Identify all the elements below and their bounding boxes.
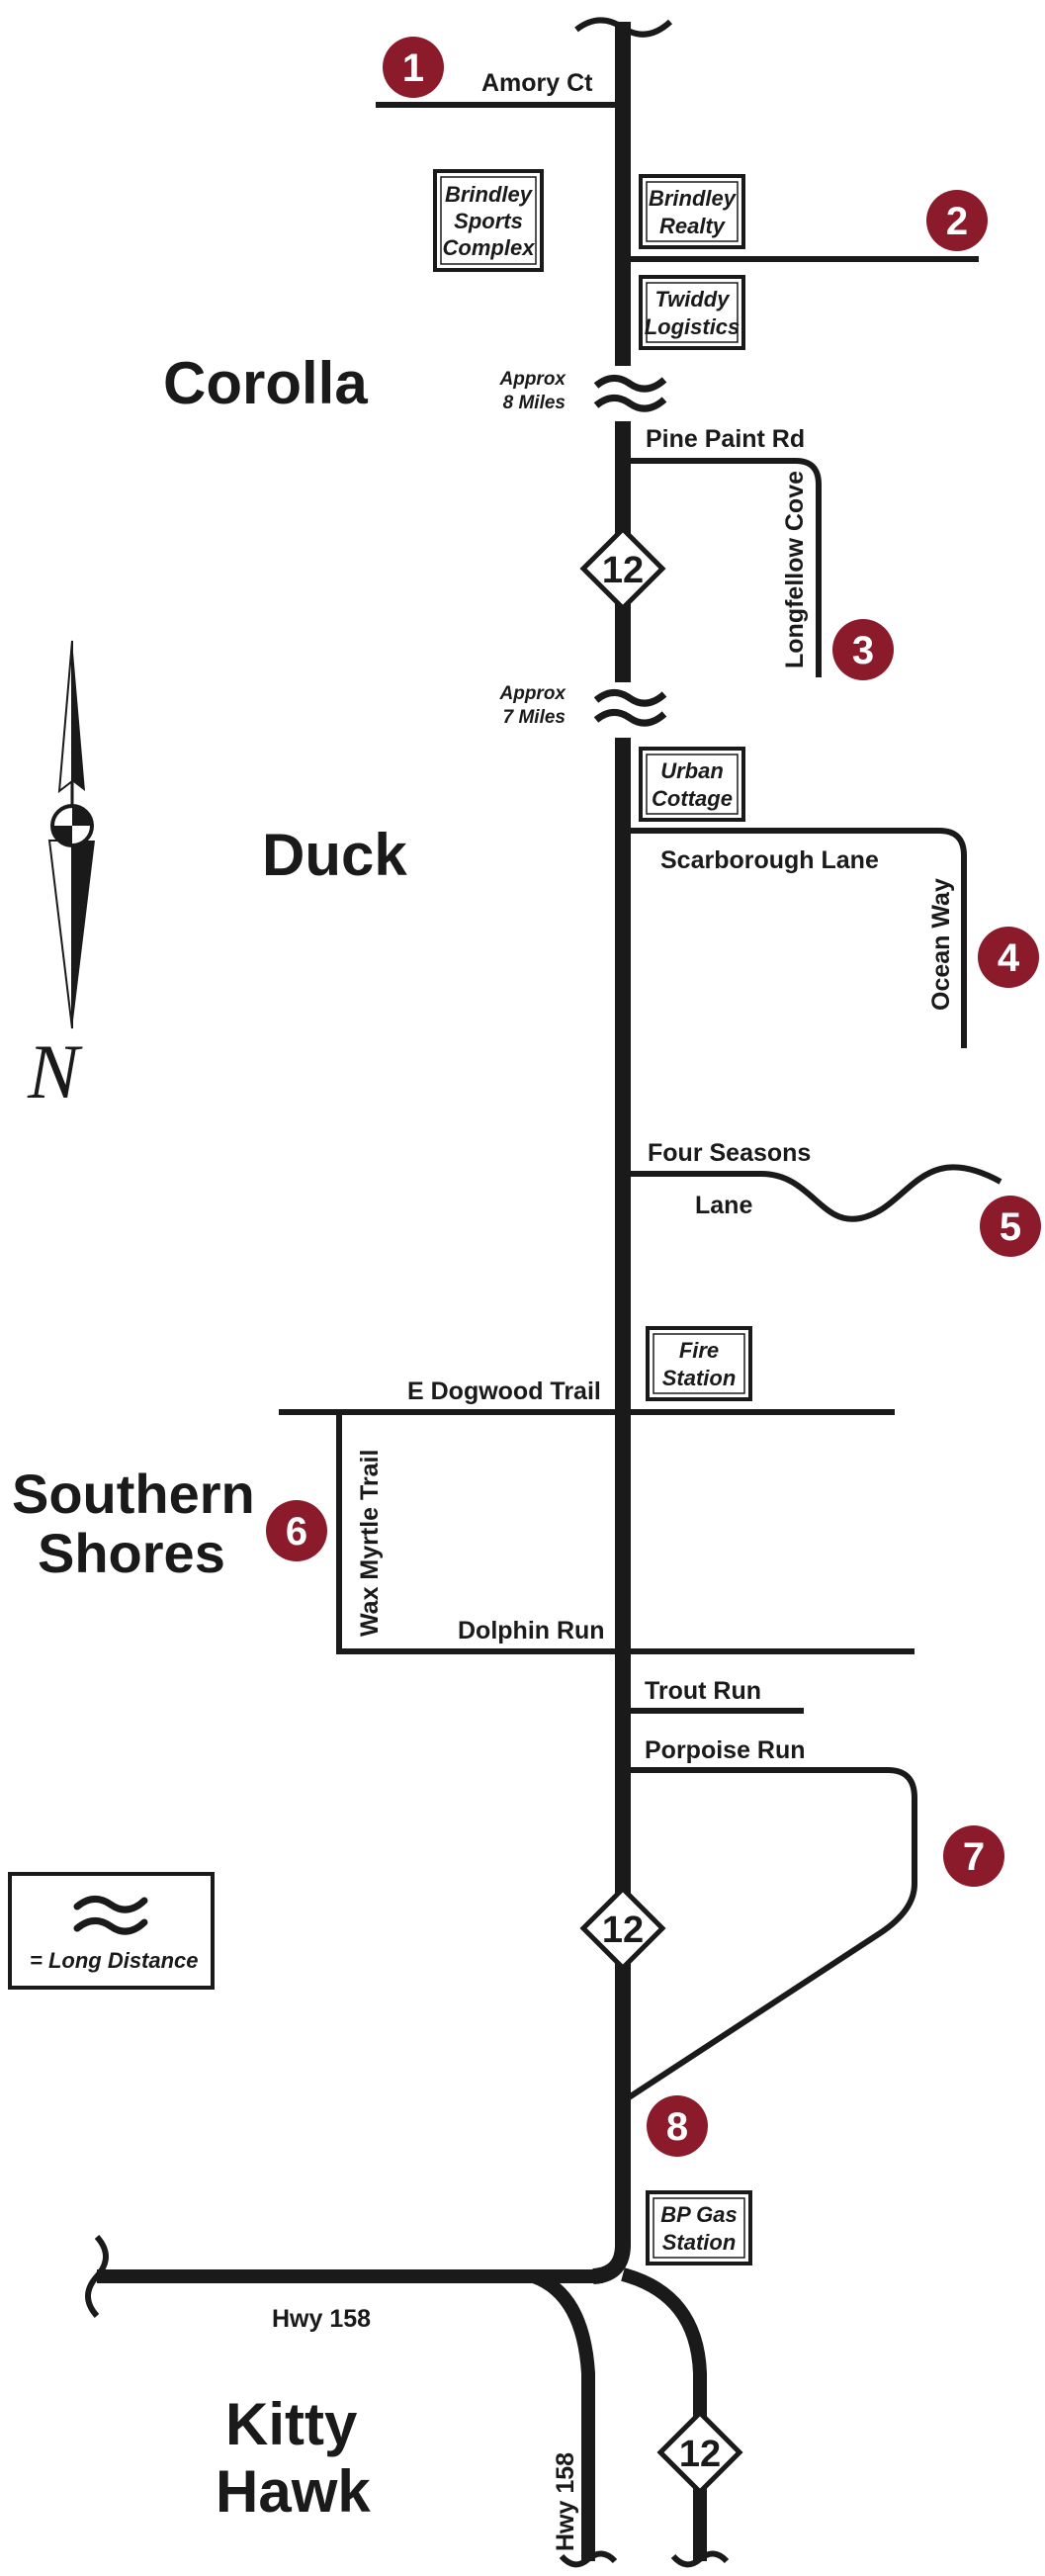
marker-7[interactable]: 7 <box>943 1825 1004 1887</box>
svg-text:2: 2 <box>946 200 968 243</box>
marker-4[interactable]: 4 <box>978 927 1039 988</box>
svg-text:Logistics: Logistics <box>645 314 740 339</box>
svg-text:12: 12 <box>602 550 644 591</box>
label-trout-run: Trout Run <box>645 1677 761 1705</box>
marker-8[interactable]: 8 <box>647 2095 708 2157</box>
svg-text:BP Gas: BP Gas <box>660 2202 737 2227</box>
label-porpoise-run: Porpoise Run <box>645 1736 806 1764</box>
landmark-brindley-realty: Brindley Realty <box>639 174 745 249</box>
marker-6[interactable]: 6 <box>266 1500 327 1561</box>
svg-text:Station: Station <box>662 1366 737 1390</box>
label-four-seasons-line2: Lane <box>695 1192 752 1219</box>
svg-text:Fire: Fire <box>679 1338 719 1363</box>
svg-text:Cottage: Cottage <box>652 786 733 811</box>
hwy-12-south-road <box>621 2267 707 2561</box>
landmark-fire-station: Fire Station <box>646 1326 752 1401</box>
svg-text:6: 6 <box>286 1510 307 1554</box>
label-hwy-158-vertical: Hwy 158 <box>552 2452 579 2551</box>
landmark-brindley-sports-complex: Brindley Sports Complex <box>433 169 544 272</box>
svg-text:Complex: Complex <box>443 235 536 260</box>
svg-text:Twiddy: Twiddy <box>655 287 732 311</box>
town-kitty-hawk-line2: Hawk <box>216 2458 371 2525</box>
break-wave-8mi-a <box>593 375 667 393</box>
label-four-seasons-line1: Four Seasons <box>648 1139 811 1167</box>
marker-2[interactable]: 2 <box>926 190 988 251</box>
label-scarborough-lane: Scarborough Lane <box>660 846 879 874</box>
pine-paint-rd-road <box>623 458 822 677</box>
svg-text:Brindley: Brindley <box>445 182 534 207</box>
svg-text:12: 12 <box>679 2434 721 2475</box>
landmark-urban-cottage: Urban Cottage <box>639 747 745 822</box>
approx-8-miles-line1: Approx <box>499 369 567 390</box>
svg-text:Urban: Urban <box>660 758 724 783</box>
town-southern-shores-line2: Shores <box>38 1522 225 1584</box>
hwy-158-bottom-break <box>559 2550 618 2568</box>
marker-1[interactable]: 1 <box>383 37 444 98</box>
svg-text:Station: Station <box>662 2230 737 2255</box>
hwy-12-bottom-break <box>670 2550 730 2568</box>
svg-text:8: 8 <box>666 2105 688 2149</box>
town-kitty-hawk-line1: Kitty <box>225 2391 358 2457</box>
approx-8-miles-line2: 8 Miles <box>503 393 566 413</box>
svg-text:Brindley: Brindley <box>649 186 738 211</box>
town-duck: Duck <box>262 822 407 888</box>
break-gap-8mi <box>611 366 637 421</box>
long-distance-icon <box>73 1896 148 1935</box>
svg-text:3: 3 <box>852 629 874 672</box>
north-arrow-icon: N <box>27 640 95 1114</box>
route-12-shield-middle: 12 <box>579 1885 666 1972</box>
hwy-158-west-break <box>85 2234 109 2319</box>
label-ocean-way: Ocean Way <box>927 878 955 1011</box>
town-corolla: Corolla <box>163 350 368 416</box>
route-12-shield-upper: 12 <box>579 525 666 612</box>
break-wave-8mi-b <box>593 395 667 412</box>
svg-text:12: 12 <box>602 1910 644 1951</box>
town-southern-shores-line1: Southern <box>12 1463 255 1525</box>
svg-text:7: 7 <box>963 1835 985 1879</box>
label-hwy-158-horizontal: Hwy 158 <box>272 2305 371 2333</box>
break-wave-7mi-b <box>593 709 667 727</box>
svg-text:Realty: Realty <box>659 214 727 238</box>
label-wax-myrtle-trail: Wax Myrtle Trail <box>356 1450 384 1637</box>
label-longfellow-cove: Longfellow Cove <box>781 471 809 668</box>
hwy-158-south-road <box>531 2269 595 2561</box>
four-seasons-lane-road <box>623 1164 1002 1222</box>
break-wave-7mi-a <box>593 689 667 707</box>
label-amory-ct: Amory Ct <box>481 69 593 97</box>
label-e-dogwood-trail: E Dogwood Trail <box>407 1377 601 1405</box>
route-12-shield-lower: 12 <box>656 2409 743 2496</box>
roads <box>85 17 1002 2568</box>
label-dolphin-run: Dolphin Run <box>458 1617 605 1644</box>
scarborough-lane-road <box>623 828 967 1048</box>
compass-letter: N <box>27 1028 83 1114</box>
highway-12-top-break <box>574 17 673 38</box>
landmark-twiddy-logistics: Twiddy Logistics <box>639 275 745 350</box>
svg-text:Sports: Sports <box>454 209 523 233</box>
approx-7-miles-line2: 7 Miles <box>503 707 566 728</box>
marker-3[interactable]: 3 <box>832 619 894 680</box>
legend-long-distance: = Long Distance <box>8 1872 215 1990</box>
label-pine-paint-rd: Pine Paint Rd <box>646 425 805 453</box>
marker-5[interactable]: 5 <box>980 1196 1041 1257</box>
svg-text:1: 1 <box>402 46 424 90</box>
svg-text:5: 5 <box>1000 1205 1021 1249</box>
porpoise-run-road <box>621 1767 917 2104</box>
approx-7-miles-line1: Approx <box>499 683 567 704</box>
legend-label: = Long Distance <box>30 1948 199 1973</box>
landmark-bp-gas-station: BP Gas Station <box>646 2190 752 2265</box>
svg-text:4: 4 <box>998 936 1020 980</box>
